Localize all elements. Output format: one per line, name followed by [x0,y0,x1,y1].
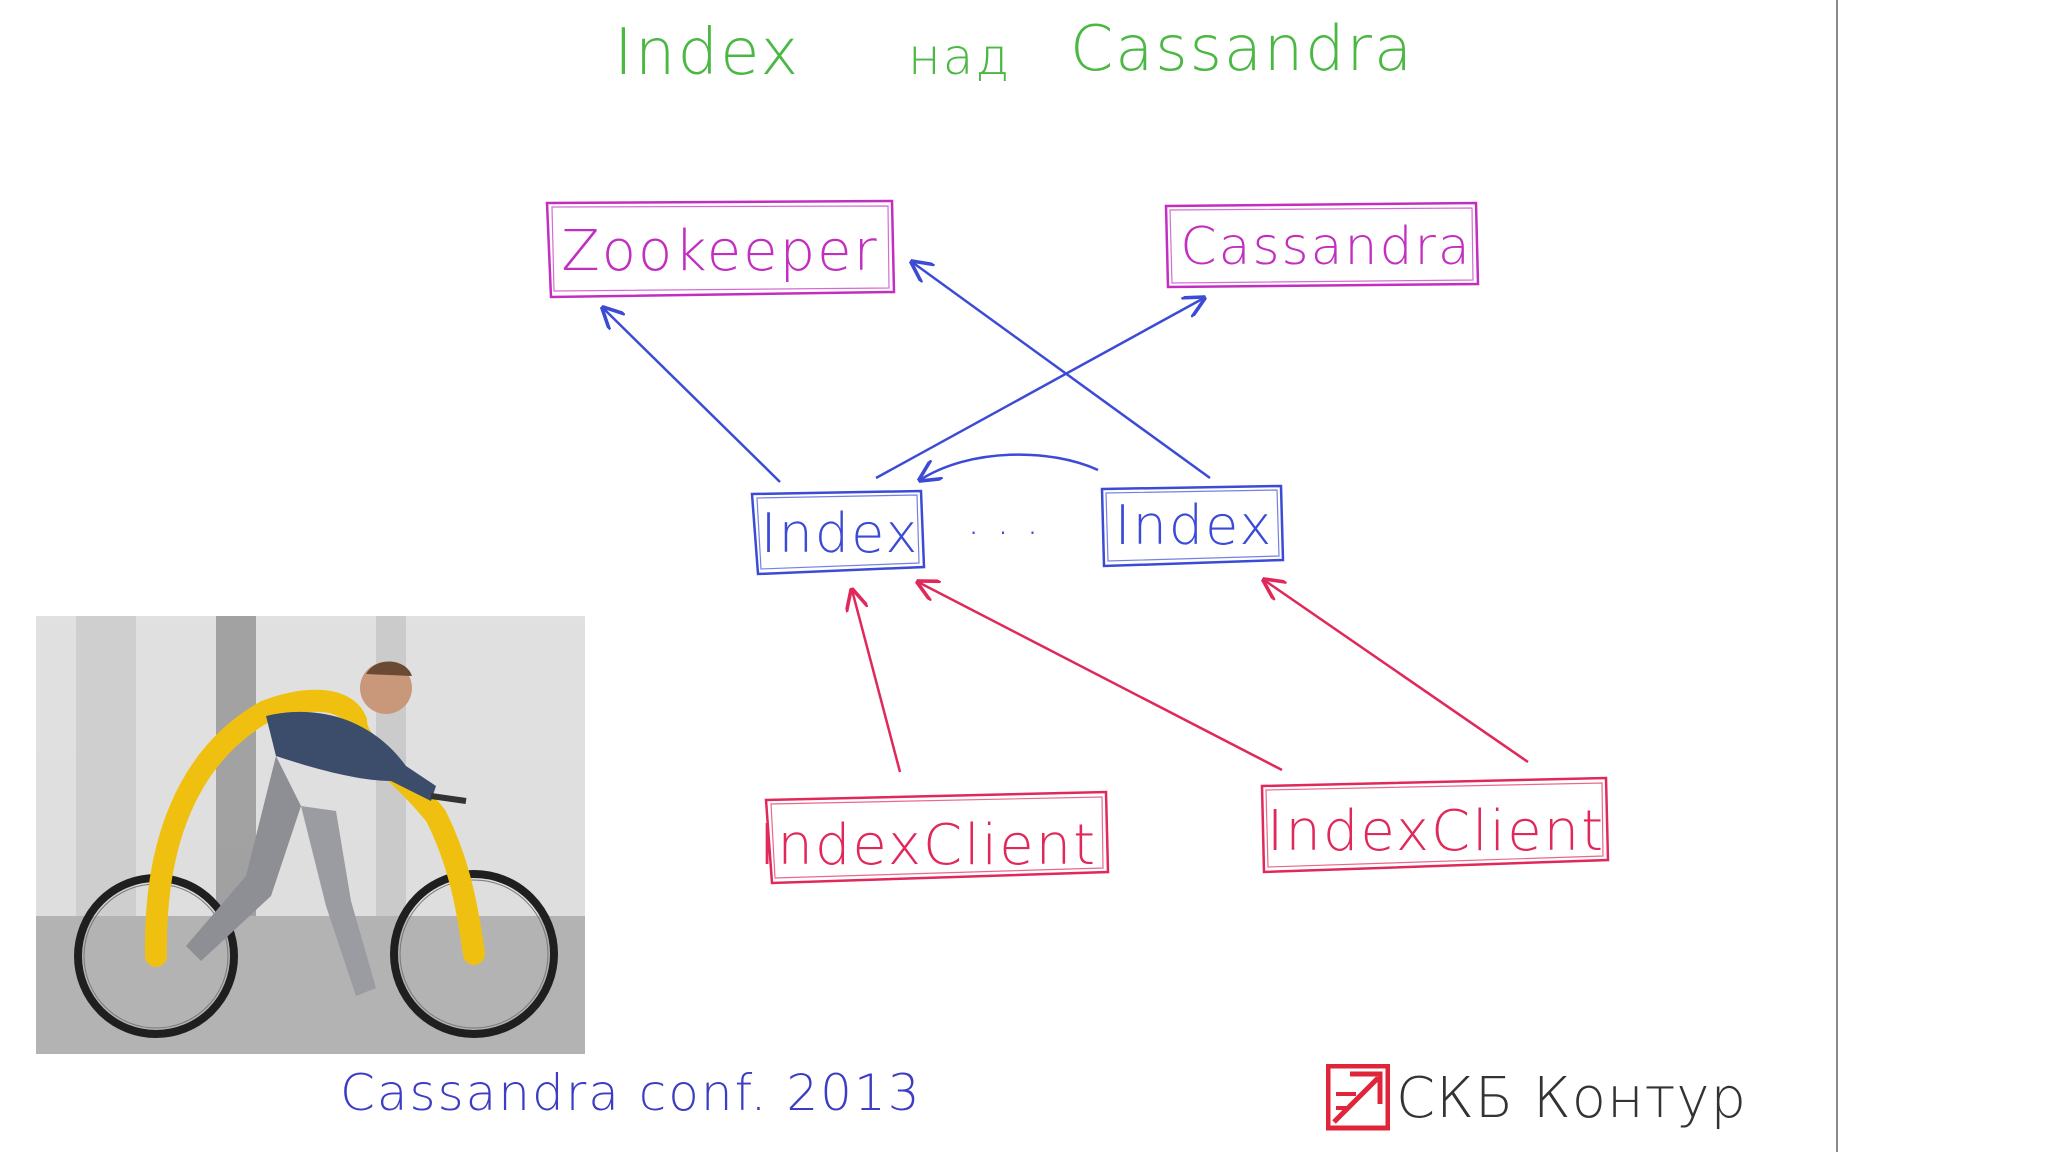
arrow-client-left-to-index-left [852,590,902,773]
zookeeper-box-sketch [551,205,890,292]
zookeeper-label: Zookeeper [561,219,878,284]
title-over: над [908,28,1011,86]
cassandra-node: Cassandra [1164,201,1480,289]
index-client-box-left [764,790,1110,885]
arrow-index-left-to-cassandra [875,298,1204,480]
cassandra-box-sketch [1169,207,1474,284]
index-box-left [750,489,926,576]
zookeeper-node: Zookeeper [545,199,896,299]
index-node-right: Index [1100,484,1285,568]
arrow-client-right-to-index-left [918,582,1283,772]
title-cassandra: Cassandra [1070,12,1414,85]
index-client-box-left-sketch [770,796,1104,879]
index-label-right: Index [1115,494,1274,557]
index-client-label-right: IndexClient [1267,799,1605,864]
cassandra-box [1164,201,1480,289]
bicycle-photo-illustration [36,616,585,1054]
title-index: Index [614,16,800,90]
footer-conference: Cassandra conf. 2013 [340,1064,922,1122]
zookeeper-box [545,199,896,299]
index-client-box-right-sketch [1265,782,1604,868]
cassandra-label: Cassandra [1180,217,1471,277]
index-node-left: Index [750,489,926,576]
right-edge-divider [1836,0,1838,1152]
index-ellipsis: . . . [967,498,1041,544]
index-client-node-right: IndexClient [1260,776,1610,874]
index-client-node-left: IndexClient [759,790,1110,885]
index-box-right-sketch [1105,489,1280,562]
index-label-left: Index [761,502,920,565]
index-client-label-left: IndexClient [759,813,1097,878]
index-box-right [1100,484,1285,568]
skb-kontur-logo: СКБ Контур [1326,1062,1747,1134]
arrow-index-right-to-zookeeper [912,262,1211,480]
skb-kontur-logo-text: СКБ Контур [1396,1065,1748,1131]
skb-kontur-logo-icon [1326,1064,1390,1131]
index-client-box-right [1260,776,1610,874]
bicycle-photo [36,616,585,1054]
arrow-client-right-to-index-right [1264,580,1529,764]
index-box-left-sketch [756,494,920,570]
arrow-index-right-to-index-left [920,453,1099,480]
arrow-index-left-to-zookeeper [603,308,781,483]
